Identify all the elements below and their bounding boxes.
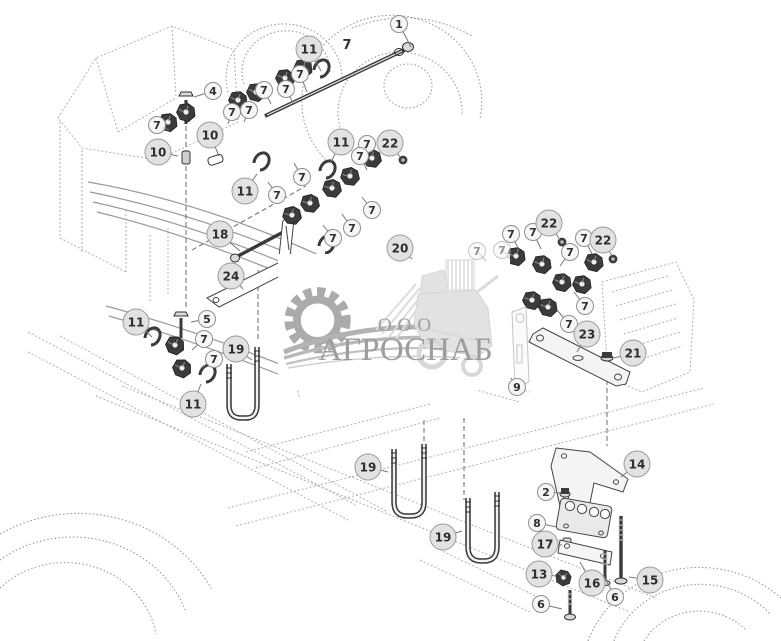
callout-7[interactable]: 7 [502,225,520,243]
u-bolts [226,347,500,564]
nut-2 [559,488,571,498]
callout-11[interactable]: 11 [327,128,355,156]
callout-6[interactable]: 6 [532,595,550,613]
callout-11[interactable]: 11 [122,308,150,336]
callout-7[interactable]: 7 [291,65,309,83]
callout-7[interactable]: 7 [561,243,579,261]
callout-7[interactable]: 7 [351,147,369,165]
callout-22[interactable]: 22 [535,209,563,237]
callout-7[interactable]: 7 [240,101,258,119]
callout-19[interactable]: 19 [354,453,382,481]
callout-7[interactable]: 7 [343,219,361,237]
watermark: ООО АГРОСНАБ [278,254,510,390]
callout-7[interactable]: 7 [468,242,486,260]
callout-22[interactable]: 22 [376,129,404,157]
callout-7[interactable]: 7 [268,186,286,204]
callout-18[interactable]: 18 [206,220,234,248]
callout-7[interactable]: 7 [223,103,241,121]
bolt-15 [614,516,628,585]
callout-20[interactable]: 20 [386,234,414,262]
callout-15[interactable]: 15 [636,566,664,594]
callout-11[interactable]: 11 [295,35,323,63]
callout-7[interactable]: 7 [205,350,223,368]
callout-5[interactable]: 5 [198,310,216,328]
callout-19[interactable]: 19 [429,523,457,551]
callout-7[interactable]: 7 [493,241,511,259]
callout-7[interactable]: 7 [324,229,342,247]
callout-23[interactable]: 23 [573,320,601,348]
nut-21 [600,352,614,362]
callout-7[interactable]: 7 [148,116,166,134]
callout-1[interactable]: 1 [390,15,408,33]
clamp-plate-23 [528,327,631,387]
bolt-5 [173,311,189,338]
watermark-prefix: ООО [377,315,438,336]
callout-17[interactable]: 17 [531,530,559,558]
clamp-block-8 [555,497,613,539]
tire-arcs [0,14,781,641]
ghost-bracket [511,306,530,389]
callout-8[interactable]: 8 [528,514,546,532]
callout-7[interactable]: 7 [342,37,352,53]
callout-9[interactable]: 9 [508,378,526,396]
assembly-dashed-lines [185,126,608,500]
callout-7[interactable]: 7 [277,80,295,98]
bolt-6 [564,590,576,621]
callout-10[interactable]: 10 [144,138,172,166]
callout-2[interactable]: 2 [537,483,555,501]
callout-22[interactable]: 22 [589,226,617,254]
callout-13[interactable]: 13 [525,560,553,588]
callout-7[interactable]: 7 [293,168,311,186]
callout-7[interactable]: 7 [576,297,594,315]
callout-7[interactable]: 7 [255,81,273,99]
callout-7[interactable]: 7 [195,330,213,348]
callout-7[interactable]: 7 [363,201,381,219]
watermark-name: АГРОСНАБ [318,332,493,368]
callout-6[interactable]: 6 [606,588,624,606]
callout-16[interactable]: 16 [578,569,606,597]
callout-24[interactable]: 24 [217,262,245,290]
callout-19[interactable]: 19 [222,335,250,363]
callout-11[interactable]: 11 [179,390,207,418]
callout-4[interactable]: 4 [204,82,222,100]
callout-21[interactable]: 21 [619,339,647,367]
combine-harvester-icon [375,259,499,377]
callout-10[interactable]: 10 [196,121,224,149]
hardware-parts [143,42,631,621]
callout-11[interactable]: 11 [231,177,259,205]
spacer-10 [181,150,191,165]
callout-14[interactable]: 14 [623,450,651,478]
